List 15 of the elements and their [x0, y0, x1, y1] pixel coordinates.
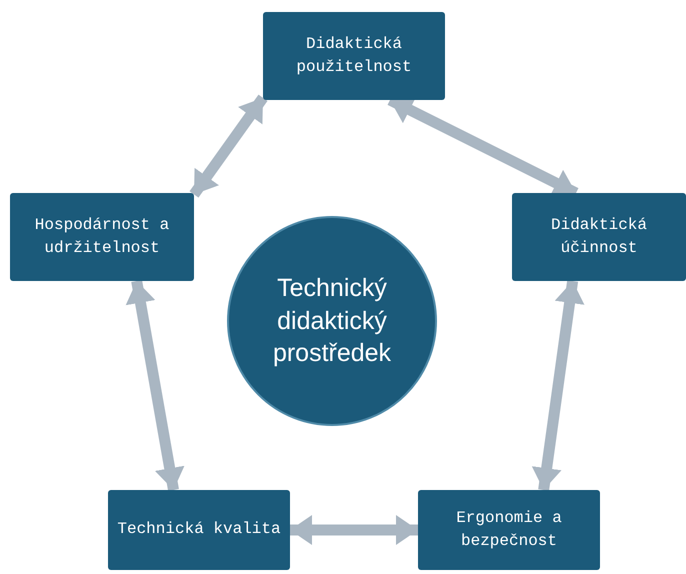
double-arrow [532, 280, 584, 491]
node-label: Didaktická použitelnost [295, 34, 413, 78]
double-arrow [126, 280, 184, 491]
node-label: Technická kvalita [117, 519, 281, 540]
concept-box [418, 490, 600, 570]
node-label: Technický didaktický prostředek [272, 273, 392, 370]
concept-box [10, 193, 194, 281]
node-label: Ergonomie a bezpečnost [455, 508, 563, 552]
double-arrow [190, 94, 268, 198]
concept-box [263, 12, 445, 100]
concept-box [512, 193, 686, 281]
node-label: Didaktická účinnost [550, 214, 648, 259]
double-arrow [290, 515, 418, 545]
concept-box [108, 490, 290, 570]
node-label: Hospodárnost a udržitelnost [34, 214, 170, 259]
